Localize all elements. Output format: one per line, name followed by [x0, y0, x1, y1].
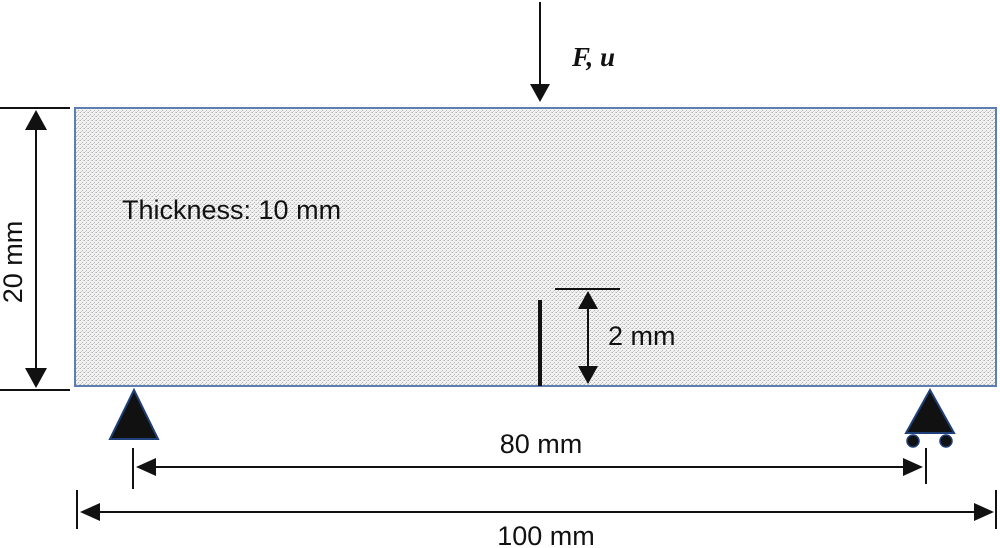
notch-depth-label: 2 mm	[608, 321, 676, 351]
load-arrow	[530, 2, 550, 102]
height-label: 20 mm	[0, 221, 28, 304]
beam-body	[74, 107, 997, 387]
notch-depth-dimension	[555, 288, 620, 384]
length-label: 100 mm	[497, 521, 595, 548]
thickness-label: Thickness: 10 mm	[122, 195, 341, 225]
roller-support	[904, 387, 956, 448]
length-dimension	[76, 490, 997, 529]
height-dimension	[0, 107, 70, 391]
span-dimension	[132, 448, 927, 489]
load-label: F, u	[571, 42, 615, 72]
span-label: 80 mm	[500, 429, 583, 459]
pin-support	[108, 387, 160, 440]
